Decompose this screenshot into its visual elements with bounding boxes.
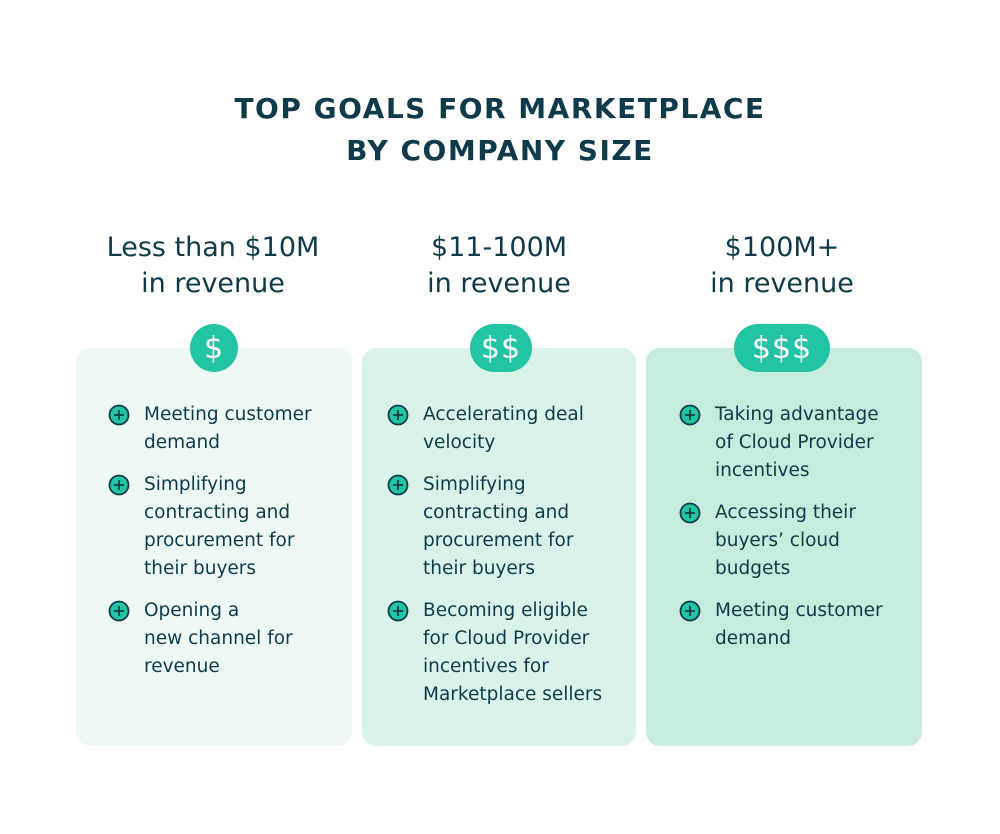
goal-item: Accelerating deal velocity: [387, 401, 635, 457]
column-heading-11-100m: $11-100M in revenue: [349, 230, 649, 302]
column-heading-line-1: $100M+: [724, 232, 840, 263]
goal-text-line: Taking advantage: [715, 404, 879, 425]
goal-text-line: their buyers: [423, 558, 536, 579]
goal-text-line: velocity: [423, 432, 496, 453]
revenue-tier-badge-1: $: [190, 324, 238, 372]
column-heading-line-2: in revenue: [710, 268, 854, 299]
goal-text-line: contracting and: [144, 502, 291, 523]
goals-list: Meeting customer demand Simplifying cont…: [108, 401, 348, 695]
revenue-tier-badge-3: $$$: [734, 324, 830, 372]
goal-item: Meeting customer demand: [108, 401, 348, 457]
column-heading-line-2: in revenue: [427, 268, 571, 299]
goal-text-line: procurement for: [144, 530, 295, 551]
goal-text-line: demand: [715, 628, 791, 649]
goal-text-line: contracting and: [423, 502, 570, 523]
goal-item: Meeting customer demand: [679, 597, 919, 653]
plus-circle-icon: [387, 404, 409, 426]
goal-text-line: buyers’ cloud: [715, 530, 840, 551]
plus-circle-icon: [108, 404, 130, 426]
plus-circle-icon: [387, 600, 409, 622]
column-heading-line-1: $11-100M: [430, 232, 568, 263]
goal-text-line: incentives: [715, 460, 810, 481]
goal-text-line: budgets: [715, 558, 791, 579]
goal-text-line: Accelerating deal: [423, 404, 584, 425]
goal-text-line: Simplifying: [423, 474, 526, 495]
column-heading-line-2: in revenue: [141, 268, 285, 299]
goal-text-line: new channel for: [144, 628, 293, 649]
column-heading-100m-plus: $100M+ in revenue: [632, 230, 932, 302]
goal-item: Opening a new channel for revenue: [108, 597, 348, 681]
goal-text-line: their buyers: [144, 558, 257, 579]
plus-circle-icon: [679, 502, 701, 524]
goal-item: Accessing their buyers’ cloud budgets: [679, 499, 919, 583]
goal-text-line: Simplifying: [144, 474, 247, 495]
goal-text-line: demand: [144, 432, 220, 453]
goal-text-line: Meeting customer: [715, 600, 883, 621]
goal-text-line: Accessing their: [715, 502, 856, 523]
goal-text-line: Meeting customer: [144, 404, 312, 425]
goal-text-line: incentives for: [423, 656, 549, 677]
plus-circle-icon: [108, 474, 130, 496]
goals-card-under-10m: Meeting customer demand Simplifying cont…: [76, 348, 352, 746]
goal-item: Simplifying contracting and procurement …: [387, 471, 635, 583]
goal-text-line: for Cloud Provider: [423, 628, 590, 649]
goal-text-line: of Cloud Provider: [715, 432, 874, 453]
revenue-tier-badge-2: $$: [470, 324, 532, 372]
page-title: TOP GOALS FOR MARKETPLACE BY COMPANY SIZ…: [0, 88, 1000, 172]
goals-card-11-100m: Accelerating deal velocity Simplifying c…: [362, 348, 636, 746]
plus-circle-icon: [387, 474, 409, 496]
plus-circle-icon: [679, 600, 701, 622]
page-title-line-1: TOP GOALS FOR MARKETPLACE: [234, 92, 766, 125]
goal-text-line: Opening a: [144, 600, 240, 621]
plus-circle-icon: [679, 404, 701, 426]
goal-text-line: procurement for: [423, 530, 574, 551]
goal-item: Taking advantage of Cloud Provider incen…: [679, 401, 919, 485]
plus-circle-icon: [108, 600, 130, 622]
column-heading-line-1: Less than $10M: [106, 232, 320, 263]
goal-item: Becoming eligible for Cloud Provider inc…: [387, 597, 635, 709]
goal-text-line: Becoming eligible: [423, 600, 588, 621]
goal-item: Simplifying contracting and procurement …: [108, 471, 348, 583]
column-heading-under-10m: Less than $10M in revenue: [63, 230, 363, 302]
goals-list: Accelerating deal velocity Simplifying c…: [387, 401, 635, 723]
goal-text-line: revenue: [144, 656, 220, 677]
goals-list: Taking advantage of Cloud Provider incen…: [679, 401, 919, 667]
page-title-line-2: BY COMPANY SIZE: [346, 134, 654, 167]
goals-card-100m-plus: Taking advantage of Cloud Provider incen…: [646, 348, 922, 746]
goal-text-line: Marketplace sellers: [423, 684, 603, 705]
